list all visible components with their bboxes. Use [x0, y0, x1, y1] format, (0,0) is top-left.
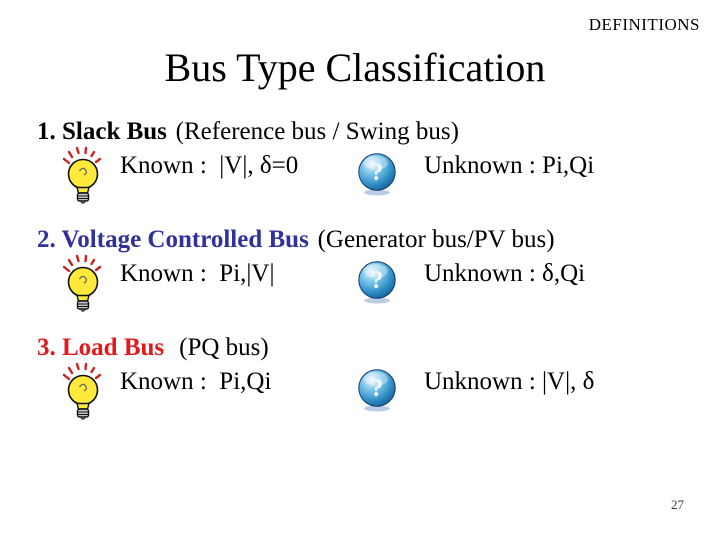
lightbulb-icon [57, 251, 109, 315]
known-text: Known : |V|, δ=0 [120, 152, 299, 179]
svg-text:?: ? [371, 267, 384, 294]
bus-item-qualifier: (Generator bus/PV bus) [317, 226, 555, 253]
question-mark-icon: ? [357, 368, 397, 412]
svg-text:?: ? [371, 159, 384, 186]
bus-item-heading: 3. Load Bus (PQ bus) [37, 334, 269, 362]
known-text: Known : Pi,Qi [120, 368, 272, 395]
bus-item-label: 3. Load Bus [37, 334, 165, 361]
bus-item-slack: 1. Slack Bus (Reference bus / Swing bus) [0, 118, 720, 226]
unknown-text: Unknown : Pi,Qi [424, 152, 595, 179]
bus-item-heading: 2. Voltage Controlled Bus (Generator bus/… [37, 226, 555, 254]
bus-item-voltage-controlled: 2. Voltage Controlled Bus (Generator bus/… [0, 226, 720, 334]
unknown-text: Unknown : |V|, δ [424, 368, 595, 395]
bus-item-label: 1. Slack Bus [37, 118, 167, 145]
bus-item-qualifier: (PQ bus) [172, 334, 269, 361]
slide-header-label: DEFINITIONS [588, 15, 700, 34]
known-text: Known : Pi,|V| [120, 260, 275, 287]
unknown-text: Unknown : δ,Qi [424, 260, 586, 287]
question-mark-icon: ? [357, 260, 397, 304]
svg-text:?: ? [371, 375, 384, 402]
bus-item-qualifier: (Reference bus / Swing bus) [175, 118, 459, 145]
page-number: 27 [671, 497, 684, 512]
bus-item-heading: 1. Slack Bus (Reference bus / Swing bus) [37, 118, 459, 146]
page-title: Bus Type Classification [164, 45, 546, 90]
bus-item-label: 2. Voltage Controlled Bus [37, 226, 309, 253]
question-mark-icon: ? [357, 152, 397, 196]
bus-item-load: 3. Load Bus (PQ bus) [0, 334, 720, 442]
lightbulb-icon [57, 143, 109, 207]
lightbulb-icon [57, 359, 109, 423]
